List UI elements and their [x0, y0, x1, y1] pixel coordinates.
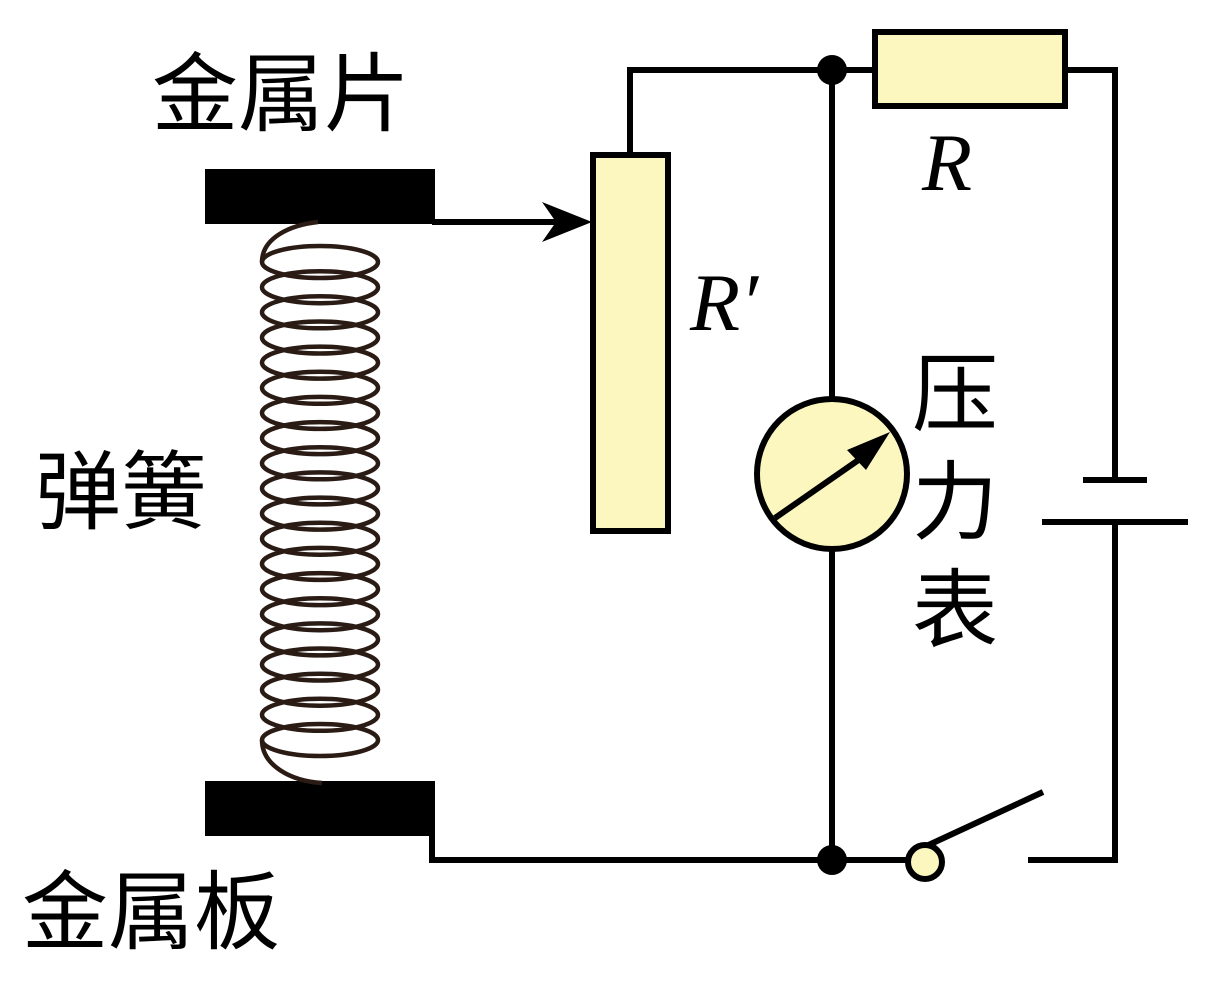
label-spring: 弹簧: [35, 443, 207, 543]
spring-top-end: [259, 219, 319, 263]
wire-battery-to-switch-contact: [1028, 522, 1118, 863]
metal-sheet: [205, 169, 435, 224]
wire-resistor-to-right-rail: [1065, 67, 1118, 480]
spring-loop: [259, 419, 381, 457]
spring-loop: [259, 646, 381, 683]
spring-loop: [259, 319, 381, 356]
pressure-meter: [754, 396, 910, 552]
spring-loop: [259, 445, 381, 482]
spring-loop: [259, 394, 381, 432]
switch-lever: [920, 789, 1045, 851]
spring-loop: [259, 671, 381, 708]
spring-coil: [259, 219, 381, 786]
spring-loop: [259, 268, 381, 306]
resistor-r: [872, 29, 1068, 109]
rheostat-r-prime: [590, 152, 671, 534]
spring-loop: [259, 696, 381, 734]
junction-dot-top: [817, 55, 847, 85]
wire-plate-to-bottom-junction: [429, 835, 832, 863]
spring-loop: [259, 520, 381, 557]
spring-loop: [259, 369, 381, 407]
slider-arrowhead: [542, 202, 592, 242]
label-pressure-meter: 压 力 表: [912, 352, 998, 676]
spring-loop: [259, 621, 381, 658]
switch-pivot: [905, 842, 945, 882]
wires: [429, 67, 1118, 863]
spring-loop: [259, 495, 381, 532]
spring-loop: [259, 344, 381, 381]
spring-bottom-end: [259, 739, 323, 786]
meter-needle-arrowhead: [847, 432, 890, 470]
meter-needle: [773, 449, 872, 521]
spring-loop: [259, 294, 381, 331]
wire-slider-to-top-junction: [627, 67, 832, 155]
label-metal-plate: 金属板: [22, 863, 280, 963]
junction-dot-bottom: [817, 845, 847, 875]
spring-loop: [259, 570, 381, 608]
label-pressure-meter-char-3: 表: [912, 561, 998, 661]
label-pressure-meter-char-1: 压: [912, 345, 998, 445]
label-metal-sheet: 金属片: [152, 45, 410, 145]
label-resistor-r: R: [922, 117, 973, 208]
spring-loop: [259, 545, 381, 583]
label-pressure-meter-char-2: 力: [912, 453, 998, 553]
spring-loop: [259, 470, 381, 507]
spring-loop: [259, 595, 381, 633]
metal-plate: [205, 781, 435, 836]
label-rheostat-r-prime: R′: [690, 257, 759, 348]
